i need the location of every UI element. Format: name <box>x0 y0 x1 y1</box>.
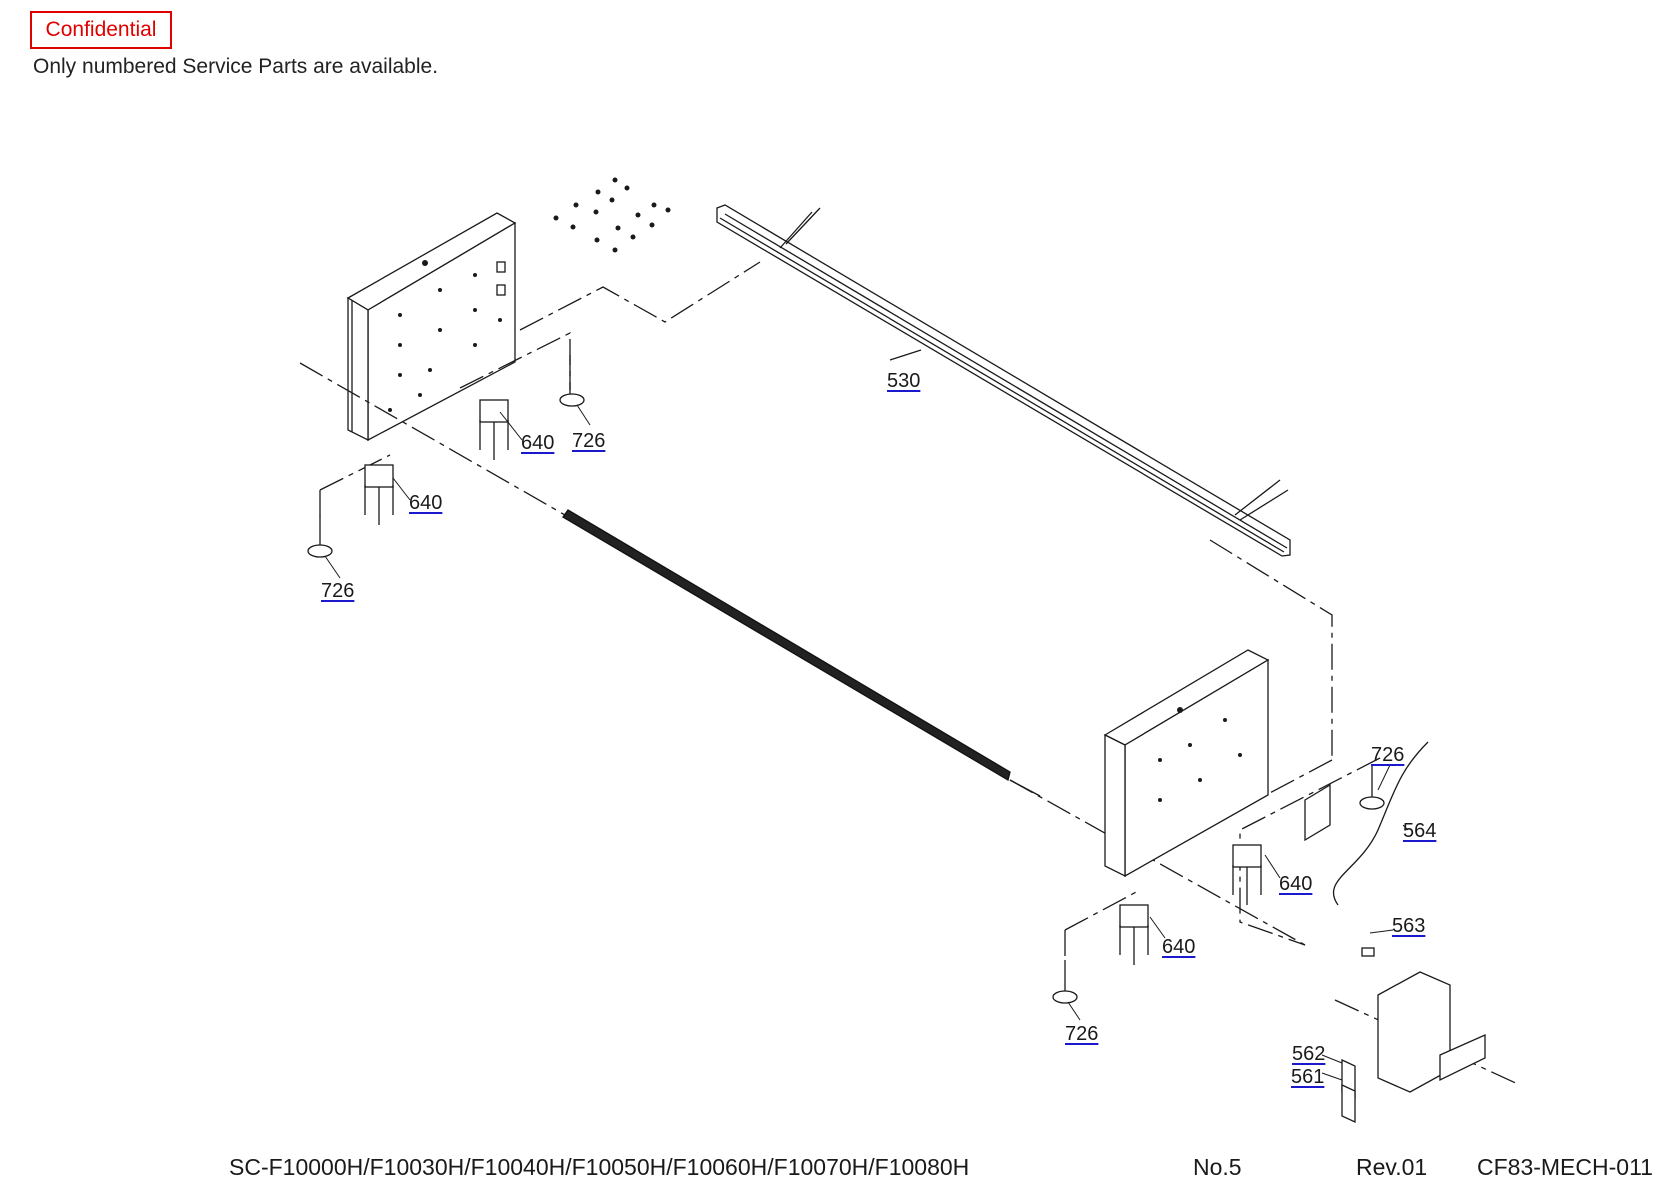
callout-530[interactable]: 530 <box>887 370 921 392</box>
adjuster-foot-726 <box>307 355 1385 1004</box>
callout-640[interactable]: 640 <box>521 432 555 454</box>
screw-cluster <box>553 177 671 253</box>
callout-640[interactable]: 640 <box>1162 936 1196 958</box>
callout-726[interactable]: 726 <box>1371 744 1405 766</box>
left-side-frame <box>346 212 517 442</box>
right-side-frame <box>1103 649 1331 878</box>
footer-model-list: SC-F10000H/F10030H/F10040H/F10050H/F1006… <box>229 1154 970 1180</box>
callout-640[interactable]: 640 <box>1279 873 1313 895</box>
callout-726[interactable]: 726 <box>321 580 355 602</box>
foot-bracket-640 <box>364 399 1262 965</box>
service-parts-notice: Only numbered Service Parts are availabl… <box>33 55 439 78</box>
callout-563[interactable]: 563 <box>1392 915 1426 937</box>
callout-726[interactable]: 726 <box>1065 1023 1099 1045</box>
leader-lines <box>324 404 1409 1081</box>
rail-part-530 <box>716 204 1291 557</box>
callout-726[interactable]: 726 <box>572 430 606 452</box>
sensor-unit <box>1341 947 1486 1124</box>
callout-640[interactable]: 640 <box>409 492 443 514</box>
cable-564 <box>1332 741 1429 906</box>
long-rod <box>562 509 1041 797</box>
callout-564[interactable]: 564 <box>1403 820 1437 842</box>
confidential-stamp: Confidential <box>30 11 172 49</box>
footer-document-code: CF83-MECH-011 <box>1477 1154 1653 1180</box>
callout-562[interactable]: 562 <box>1292 1043 1326 1065</box>
footer-page-number: No.5 <box>1193 1154 1242 1180</box>
callout-561[interactable]: 561 <box>1291 1066 1325 1088</box>
footer-revision: Rev.01 <box>1356 1154 1428 1180</box>
